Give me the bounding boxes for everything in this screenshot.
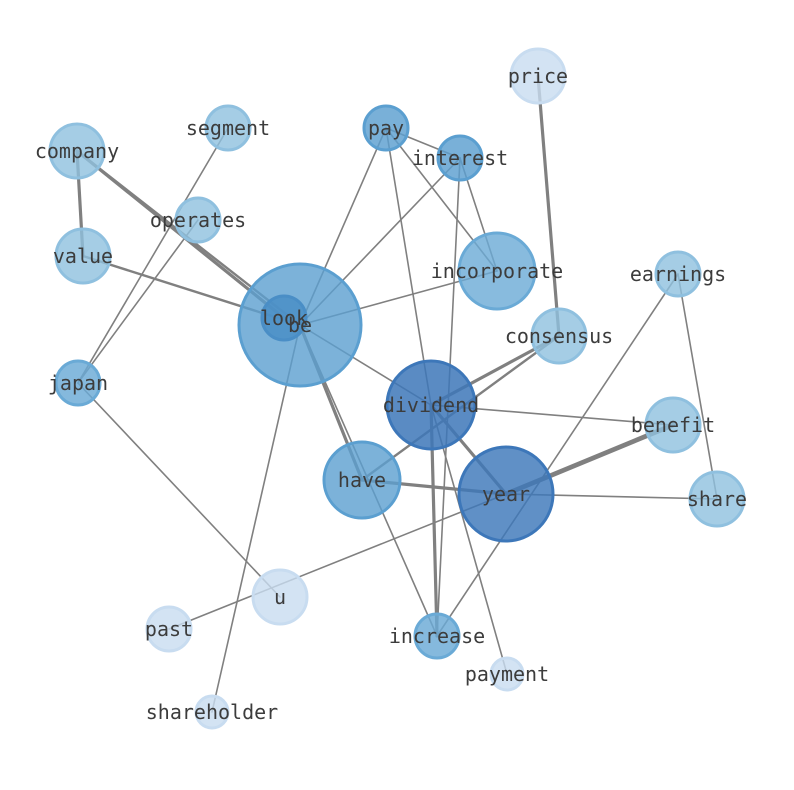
edge-earnings-share — [677, 273, 718, 500]
node-label-shareholder: shareholder — [146, 700, 278, 724]
node-label-incorporate: incorporate — [431, 259, 563, 283]
node-label-segment: segment — [186, 116, 270, 140]
edge-segment-japan — [77, 127, 229, 384]
node-label-earnings: earnings — [630, 262, 726, 286]
node-interest — [436, 134, 484, 182]
node-label-dividend: dividend — [383, 393, 479, 417]
node-u — [251, 568, 309, 626]
node-earnings — [654, 250, 702, 298]
edge-pay-dividend — [385, 127, 432, 406]
node-payment — [489, 656, 525, 692]
node-company — [48, 122, 106, 180]
node-label-past: past — [145, 617, 193, 641]
node-label-share: share — [687, 487, 747, 511]
node-japan — [54, 359, 102, 407]
node-label-price: price — [508, 64, 568, 88]
node-label-year: year — [482, 482, 530, 506]
node-incorporate — [457, 231, 537, 311]
node-layer — [48, 47, 746, 730]
node-label-increase: increase — [389, 624, 485, 648]
node-label-operates: operates — [150, 208, 246, 232]
node-label-interest: interest — [412, 146, 508, 170]
edge-price-consensus — [536, 74, 561, 338]
node-dividend — [385, 359, 477, 451]
edge-earnings-increase — [436, 273, 679, 637]
node-label-payment: payment — [465, 662, 549, 686]
node-label-u: u — [274, 585, 286, 609]
node-label-benefit: benefit — [631, 413, 715, 437]
node-label-pay: pay — [368, 116, 404, 140]
node-label-japan: japan — [48, 371, 108, 395]
node-operates — [174, 196, 222, 244]
node-consensus — [530, 307, 588, 365]
node-increase — [413, 612, 461, 660]
edge-dividend-payment — [430, 404, 508, 675]
node-shareholder — [194, 694, 230, 730]
node-past — [145, 605, 193, 653]
node-label-look: look — [260, 306, 308, 330]
node-label-be: be — [288, 313, 312, 337]
node-benefit — [644, 396, 702, 454]
node-value — [54, 227, 112, 285]
node-look — [260, 294, 308, 342]
edge-operates-japan — [77, 219, 199, 384]
node-label-have: have — [338, 468, 386, 492]
edge-year-past — [168, 493, 507, 630]
node-label-value: value — [53, 244, 113, 268]
node-have — [322, 440, 402, 520]
node-pay — [362, 104, 410, 152]
node-segment — [204, 104, 252, 152]
node-share — [688, 470, 746, 528]
node-label-consensus: consensus — [505, 324, 613, 348]
edge-japan-u — [77, 382, 281, 598]
node-year — [457, 445, 555, 543]
edge-be-shareholder — [211, 324, 301, 713]
node-label-company: company — [35, 139, 119, 163]
node-price — [509, 47, 567, 105]
